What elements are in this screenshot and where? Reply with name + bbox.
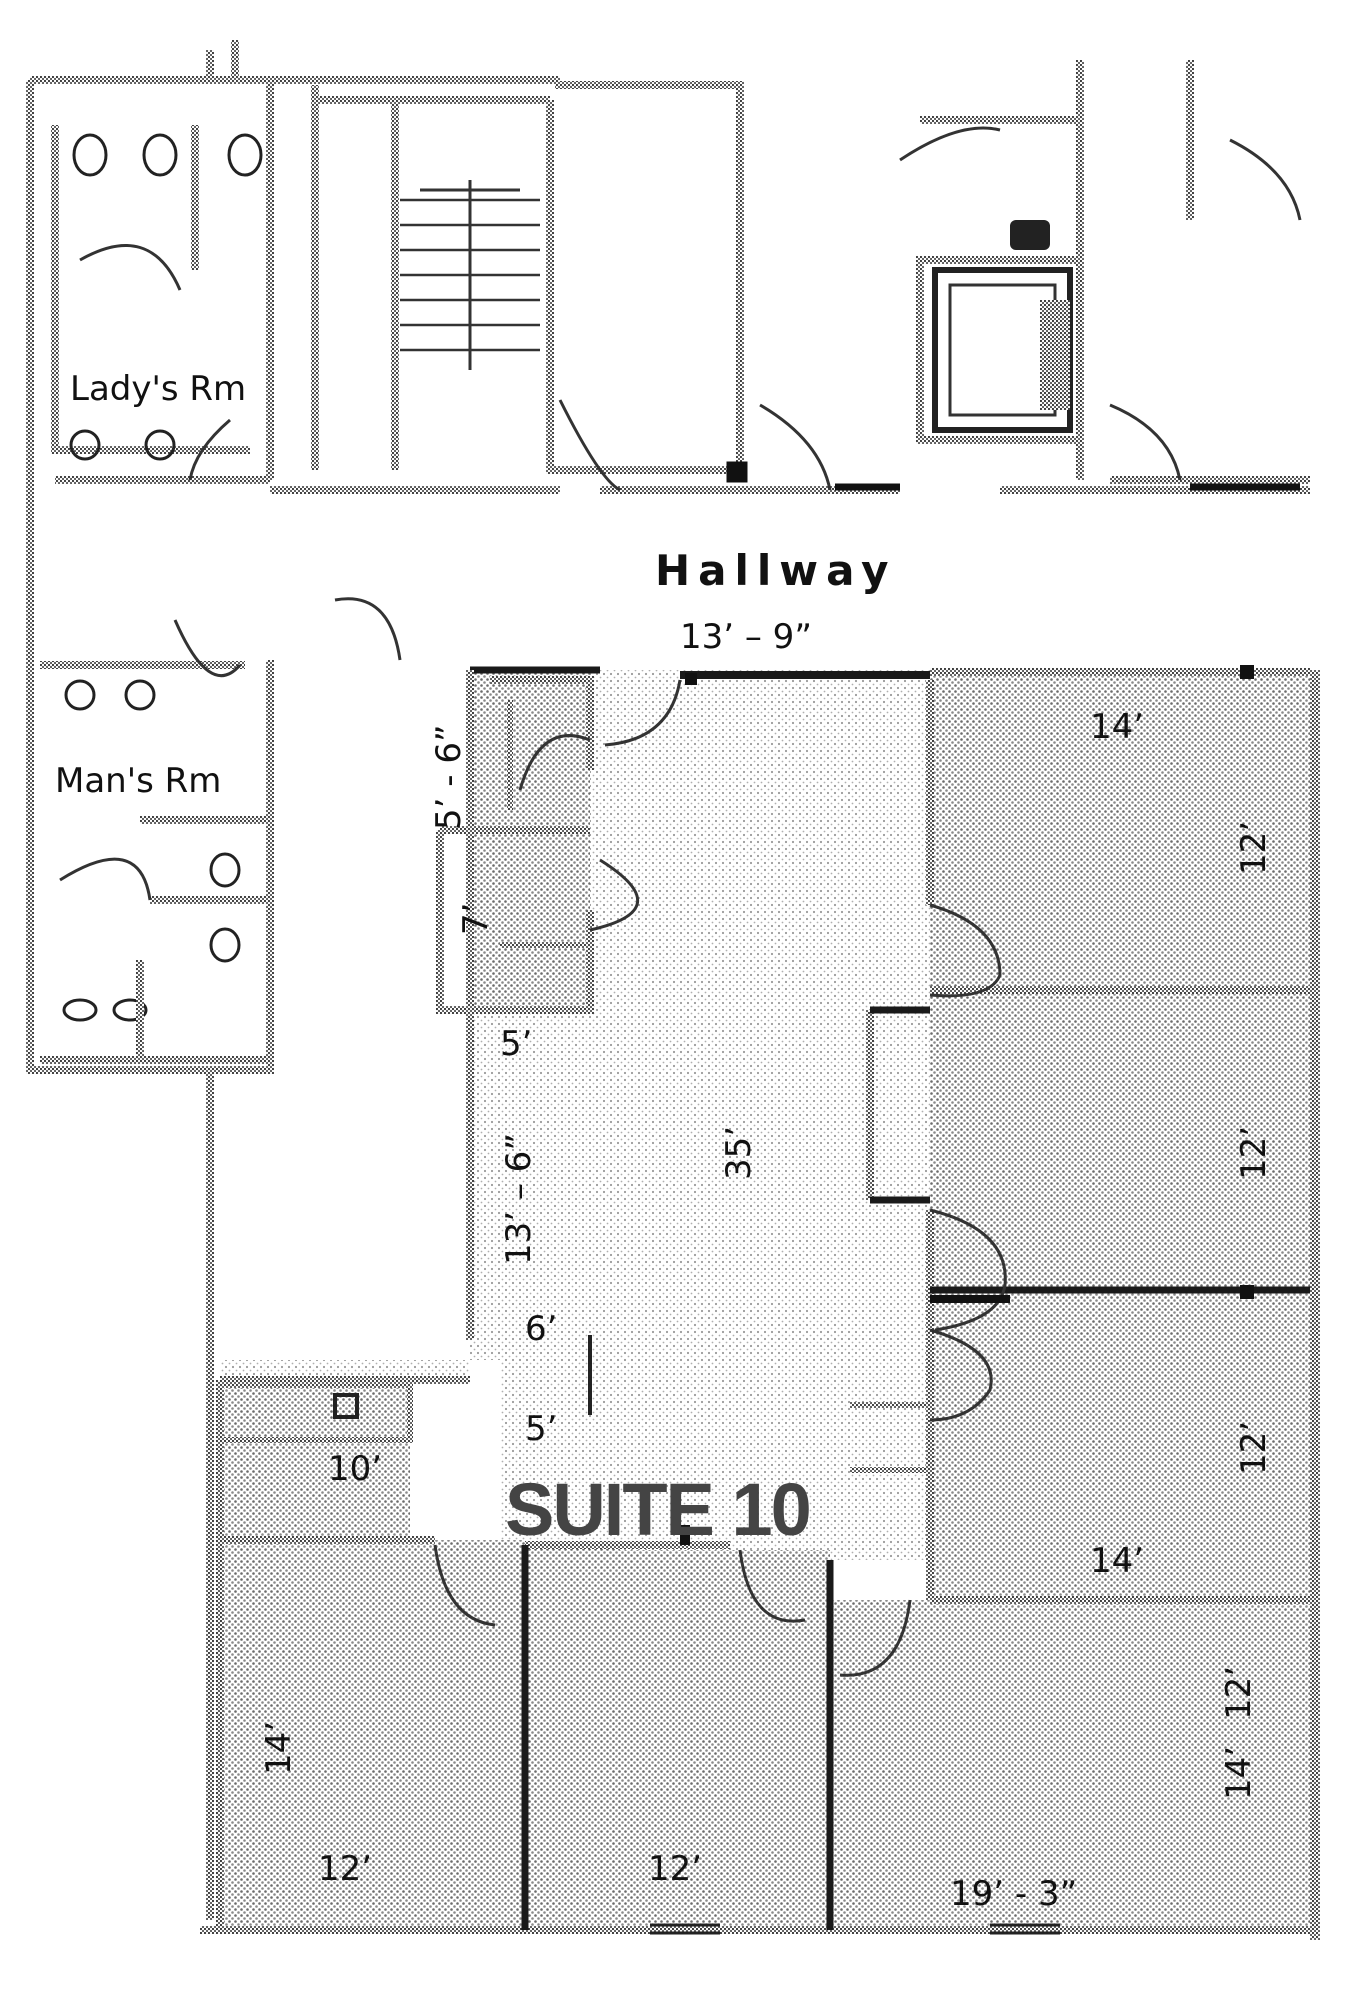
dim-office2-depth: 12’ [1234,1126,1274,1180]
dim-closet-depth: 7’ [456,903,496,935]
dim-office1-width: 14’ [1090,707,1144,747]
door-hardware [333,665,1254,1545]
windows [650,1923,1060,1935]
suite-floor [220,670,1310,1930]
dim-lower-nook: 5’ [525,1409,557,1449]
dim-closet-width: 5’ - 6” [429,724,469,830]
elevator [932,220,1073,433]
dim-hall-front: 13’ – 9” [680,617,812,657]
suite-label: SUITE 10 [505,1468,810,1551]
dim-bottom-right-depth: 14’ [1219,1746,1259,1800]
dim-west-alcove: 10’ [328,1449,382,1489]
mens-room-label: Man's Rm [55,761,221,801]
ladys-room-label: Lady's Rm [70,369,246,409]
dim-office3-depth: 12’ [1234,1421,1274,1475]
fixtures [62,133,263,1022]
dim-corridor-length: 13’ – 6” [499,1133,539,1265]
upper-door-swings [79,126,1302,492]
stair-treads [400,180,540,370]
dim-lobby-length: 35’ [719,1126,759,1180]
suite-door-swings [433,679,1007,1677]
dim-bottom-mid-width: 12’ [648,1849,702,1889]
dim-office1-depth: 12’ [1234,821,1274,875]
dim-bottom-right-extra: 12’ [1219,1666,1259,1720]
mens-room-walls [40,660,274,1920]
hall-thresholds [726,461,1300,491]
dim-bottom-left-depth: 14’ [259,1721,299,1775]
dim-bottom-left-width: 12’ [318,1849,372,1889]
dim-nook-width: 5’ [500,1024,532,1064]
dim-west-opening: 6’ [525,1309,557,1349]
dim-office3-width: 14’ [1090,1541,1144,1581]
mens-door-swings [59,597,402,901]
hallway-label: Hallway [655,546,897,595]
dim-bottom-right-width: 19’ - 3” [950,1874,1077,1914]
